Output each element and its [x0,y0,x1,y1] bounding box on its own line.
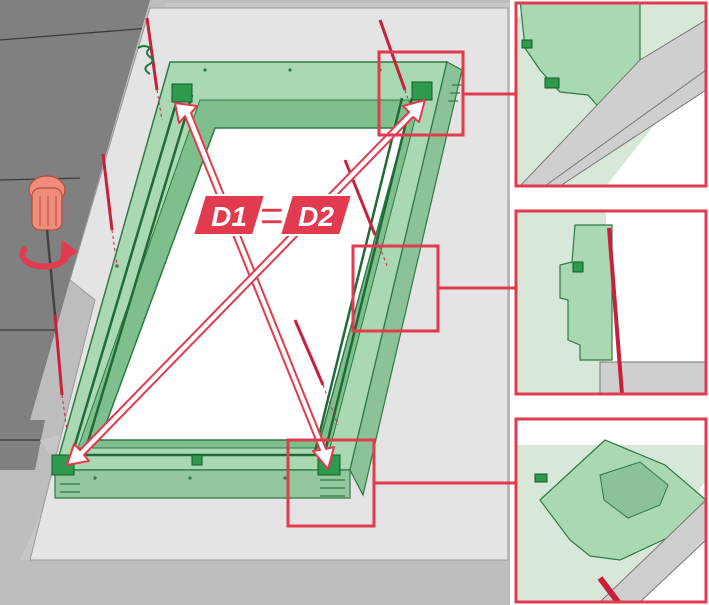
detail-panel-top [514,1,708,188]
frame-corner-vents [60,84,462,497]
detail-bot-border [514,417,708,604]
label-box-d2 [278,194,354,236]
detail-top-border [514,1,708,188]
spring-clip [137,45,154,75]
callout-markers [286,50,516,528]
detail-panel-bottom [514,417,708,604]
detail-bot-rafter [599,499,706,602]
screw-top-left [137,17,163,121]
rotate-arrow-icon [19,240,78,270]
detail-mid-screw [607,227,624,394]
detail-top-clip [521,39,533,49]
detail-top-rafter [519,19,706,186]
detail-mid-rafter [599,361,706,394]
detail-bot-clip [534,473,548,483]
screw-bottom-left [53,314,68,431]
screw-bottom-right [293,319,339,426]
frame-front-face [54,469,351,499]
diagonal-arrow-d2 [66,99,426,466]
detail-panel-middle [514,209,708,396]
bracket-top-right [411,81,433,101]
detail-mid-frame-profile [559,224,613,361]
d1-equals-d2-label: D1 = D2 [191,191,354,240]
label-d1: D1 [211,201,247,232]
label-d2: D2 [298,201,334,232]
detail-top-edge [544,69,706,186]
diagonal-arrow-d1 [174,102,335,470]
screwdriver-icon [28,175,66,316]
detail-bot-bracket [599,461,669,519]
frame-channel-lines [70,89,414,457]
detail-bot-screw [597,576,621,602]
screw-mid-left [101,153,119,268]
label-box-d1 [191,194,267,236]
detail-top-hook [544,77,560,89]
screw-top-right [378,19,413,111]
label-equals: = [259,192,284,239]
diagonal-arrows [66,99,426,470]
detail-mid-clip [572,261,584,273]
bracket-bottom-mid [191,454,203,466]
detail-mid-border [514,209,708,396]
bracket-top-left [171,83,193,103]
